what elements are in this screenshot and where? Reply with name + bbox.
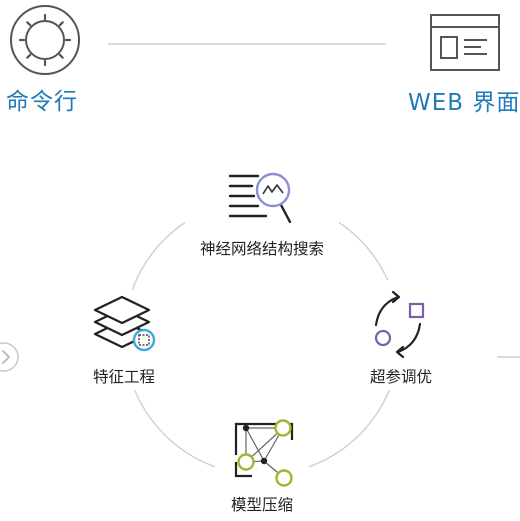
feature-engineering-label: 特征工程 <box>92 368 156 386</box>
chevron-left-icon[interactable] <box>0 342 19 372</box>
hpo-label: 超参调优 <box>369 368 433 386</box>
cli-label: 命令行 <box>6 89 78 115</box>
layers-icon <box>93 295 156 352</box>
model-compression-label: 模型压缩 <box>230 496 294 514</box>
gear-icon <box>10 5 80 75</box>
nas-search-icon <box>228 172 292 224</box>
browser-window-icon <box>430 14 500 71</box>
web-ui-label: WEB 界面 <box>408 90 520 116</box>
cycle-arrows-icon <box>374 290 425 359</box>
graph-nodes-icon <box>234 419 294 487</box>
nas-label: 神经网络结构搜索 <box>199 240 325 258</box>
